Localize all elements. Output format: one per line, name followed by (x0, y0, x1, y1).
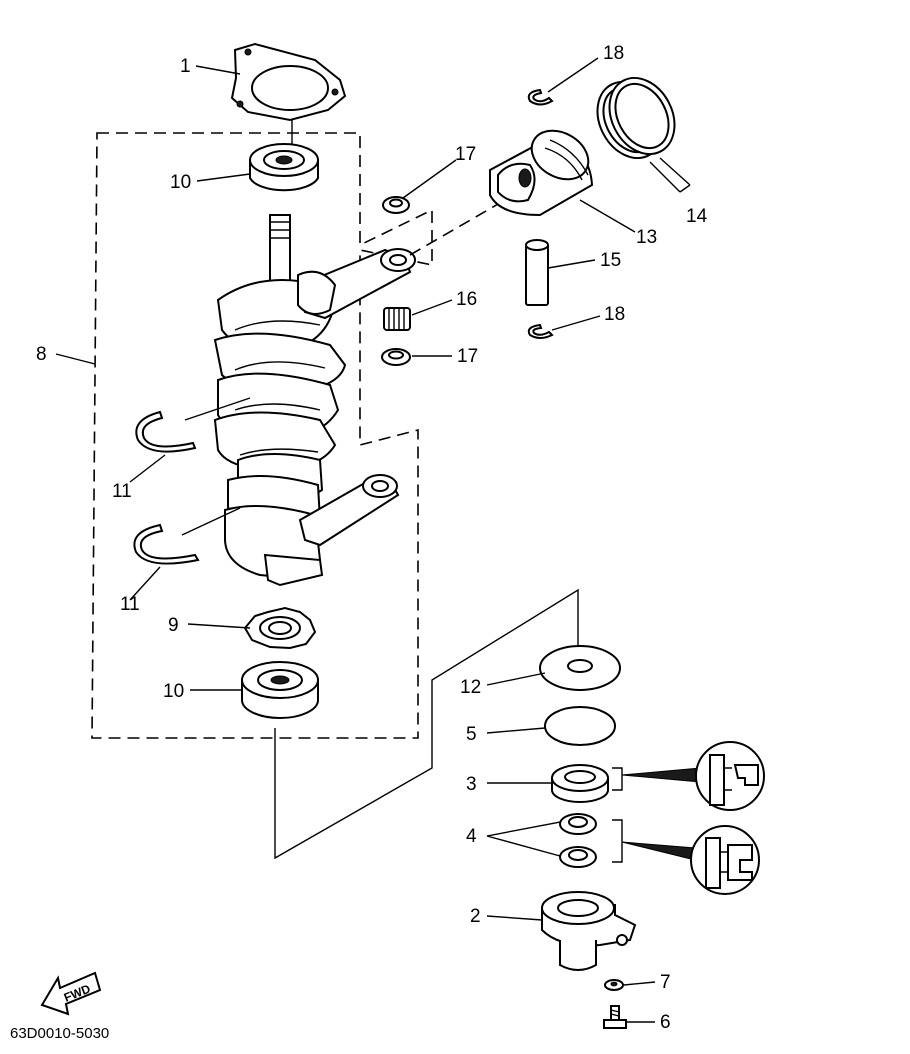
label-part-18-lower: 18 (604, 304, 625, 325)
label-part-7: 7 (660, 972, 671, 993)
connecting-rod-upper (297, 248, 416, 320)
label-part-10-upper: 10 (170, 172, 191, 193)
label-part-5: 5 (466, 724, 477, 745)
part-3-oil-seal (551, 764, 609, 803)
part-14-piston-rings (596, 76, 676, 160)
part-10-upper-bearing (249, 143, 319, 192)
part-4-lower-seal (559, 846, 597, 868)
part-18-upper-circlip (527, 88, 554, 106)
part-4-upper-seal (559, 813, 597, 835)
label-part-16: 16 (456, 289, 477, 310)
label-part-17-lower: 17 (457, 346, 478, 367)
label-part-10-lower: 10 (163, 681, 184, 702)
connecting-rod-lower (298, 474, 400, 547)
label-part-1: 1 (180, 56, 191, 77)
part-17-upper-washer (382, 196, 410, 214)
crankshaft (213, 214, 347, 587)
label-part-11-lower: 11 (120, 594, 140, 615)
label-part-8: 8 (36, 344, 47, 365)
part-6-bolt (603, 1005, 627, 1029)
label-part-12: 12 (460, 677, 481, 698)
part-11-upper-circlip (135, 410, 197, 453)
label-part-18-upper: 18 (603, 43, 624, 64)
label-part-2: 2 (470, 906, 481, 927)
leader-lines (55, 57, 691, 1023)
label-part-15: 15 (600, 250, 621, 271)
part-17-lower-washer (381, 348, 411, 366)
crankshaft-assembly-outline (91, 132, 433, 739)
part-1-seal-housing-plate (230, 42, 347, 122)
label-part-3: 3 (466, 774, 477, 795)
part-18-lower-circlip (527, 323, 554, 339)
label-part-6: 6 (660, 1012, 671, 1033)
part-10-lower-bearing (241, 661, 319, 719)
part-5-o-ring (544, 706, 616, 746)
part-15-piston-pin (525, 239, 549, 306)
label-part-11-upper: 11 (112, 481, 132, 502)
part-9-gear (243, 606, 317, 650)
diagram-code: 63D0010-5030 (10, 1025, 109, 1042)
label-part-17-upper: 17 (455, 144, 476, 165)
part-13-piston (489, 129, 594, 217)
part-12-washer-plate (539, 645, 621, 691)
label-part-9: 9 (168, 615, 179, 636)
detail-view-seal-section-lower (690, 825, 760, 895)
part-2-seal-housing (541, 891, 637, 971)
label-part-13: 13 (636, 227, 657, 248)
detail-view-seal-section-upper (695, 741, 765, 811)
part-16-needle-bearing (383, 307, 411, 331)
part-11-lower-circlip (133, 523, 200, 565)
label-part-4: 4 (466, 826, 477, 847)
part-7-washer (604, 979, 624, 991)
label-part-14: 14 (686, 206, 708, 227)
fwd-arrow-icon: FWD (40, 971, 102, 1016)
